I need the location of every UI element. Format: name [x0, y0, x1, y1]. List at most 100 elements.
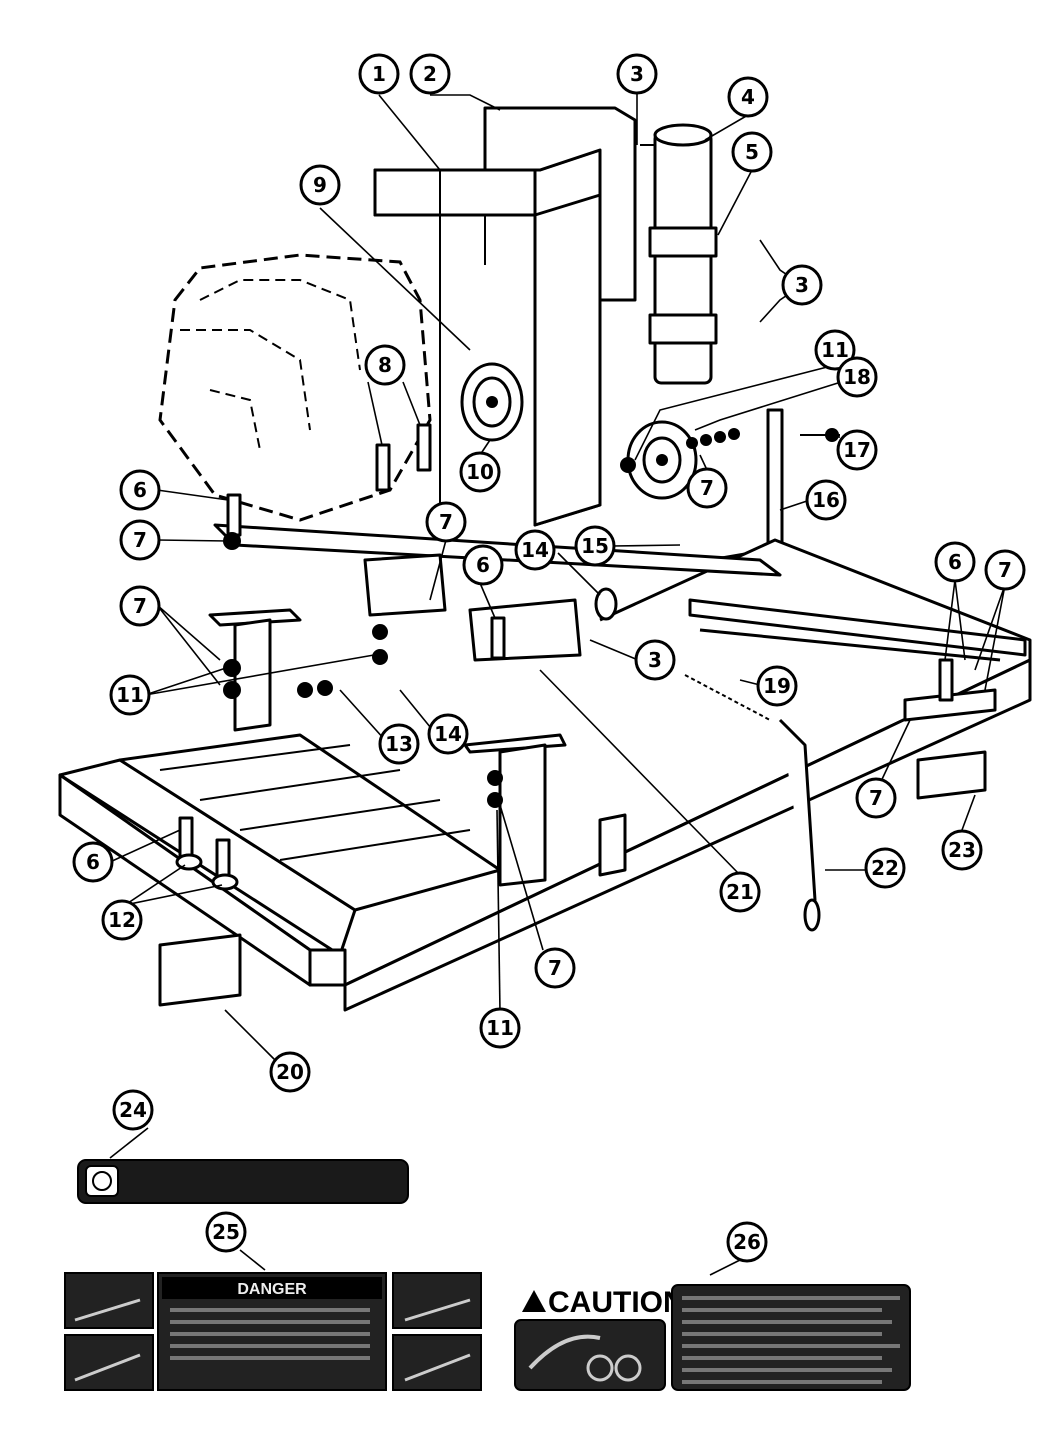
callout-label: 9 — [313, 173, 327, 197]
callout-label: 7 — [548, 956, 562, 980]
callout-circle — [934, 541, 976, 583]
callout-label: 26 — [733, 1230, 761, 1254]
callout-circle — [634, 639, 676, 681]
callout-circle — [358, 53, 400, 95]
callout-4: 4 — [727, 76, 769, 118]
callout-label: 18 — [843, 365, 871, 389]
callout-7: 7 — [984, 549, 1026, 591]
callout-7: 7 — [534, 947, 576, 989]
callout-circle — [574, 525, 616, 567]
callout-6: 6 — [72, 841, 114, 883]
callout-circle — [731, 131, 773, 173]
callout-circle — [427, 713, 469, 755]
callout-circle — [72, 841, 114, 883]
callout-circle — [364, 344, 406, 386]
callout-circle — [299, 164, 341, 206]
callout-circle — [109, 674, 151, 716]
callout-label: 5 — [745, 140, 759, 164]
callout-7: 7 — [119, 585, 161, 627]
callout-circle — [112, 1089, 154, 1131]
danger-title: DANGER — [237, 1281, 307, 1298]
callout-14: 14 — [514, 529, 556, 571]
callout-15: 15 — [574, 525, 616, 567]
callout-1: 1 — [358, 53, 400, 95]
callout-21: 21 — [719, 871, 761, 913]
decal-25: DANGER — [64, 1272, 482, 1391]
callout-circle — [205, 1211, 247, 1253]
callout-16: 16 — [805, 479, 847, 521]
callout-11: 11 — [814, 329, 856, 371]
callout-label: 11 — [821, 338, 849, 362]
callout-circle — [514, 529, 556, 571]
spring-and-rod — [684, 674, 821, 932]
callout-label: 4 — [741, 85, 755, 109]
callout-label: 8 — [378, 353, 392, 377]
callout-label: 25 — [212, 1220, 240, 1244]
callout-label: 20 — [276, 1060, 304, 1084]
callout-25: 25 — [205, 1211, 247, 1253]
callout-2: 2 — [409, 53, 451, 95]
callout-9: 9 — [299, 164, 341, 206]
callout-label: 3 — [648, 648, 662, 672]
callout-label: 7 — [133, 528, 147, 552]
callout-circle — [409, 53, 451, 95]
callout-circle — [425, 501, 467, 543]
callout-circle — [836, 356, 878, 398]
callout-label: 6 — [86, 850, 100, 874]
callout-label: 7 — [133, 594, 147, 618]
callout-circle — [781, 264, 823, 306]
callout-circle — [686, 467, 728, 509]
callout-3: 3 — [634, 639, 676, 681]
leader-lines — [109, 88, 1006, 1276]
callout-circle — [726, 1221, 768, 1263]
callout-19: 19 — [756, 665, 798, 707]
callout-circle — [462, 544, 504, 586]
callout-circle — [459, 451, 501, 493]
callout-label: 13 — [385, 732, 413, 756]
callout-label: 7 — [869, 786, 883, 810]
callout-20: 20 — [269, 1051, 311, 1093]
callout-label: 10 — [466, 460, 494, 484]
housing — [373, 106, 637, 527]
callout-14: 14 — [427, 713, 469, 755]
callout-label: 21 — [726, 880, 754, 904]
callout-circle — [616, 53, 658, 95]
callout-circle — [119, 519, 161, 561]
callout-label: 3 — [795, 273, 809, 297]
callout-label: 16 — [812, 488, 840, 512]
callout-23: 23 — [941, 829, 983, 871]
callout-label: 22 — [871, 856, 899, 880]
callout-7: 7 — [119, 519, 161, 561]
callout-circle — [756, 665, 798, 707]
callout-circle — [119, 469, 161, 511]
callout-circle — [805, 479, 847, 521]
callout-10: 10 — [459, 451, 501, 493]
clutch-pulley — [620, 420, 698, 500]
callout-label: 23 — [948, 838, 976, 862]
callout-circle — [855, 777, 897, 819]
callout-label: 7 — [439, 510, 453, 534]
callout-22: 22 — [864, 847, 906, 889]
decal-24 — [77, 1159, 409, 1204]
callout-label: 1 — [372, 62, 386, 86]
callout-circle — [101, 899, 143, 941]
callout-18: 18 — [836, 356, 878, 398]
callout-circle — [727, 76, 769, 118]
callout-3: 3 — [781, 264, 823, 306]
callout-label: 11 — [116, 683, 144, 707]
callout-circle — [814, 329, 856, 371]
callout-circle — [119, 585, 161, 627]
callout-6: 6 — [462, 544, 504, 586]
callout-24: 24 — [112, 1089, 154, 1131]
callout-17: 17 — [836, 429, 878, 471]
callout-label: 24 — [119, 1098, 147, 1122]
callout-circle — [864, 847, 906, 889]
callout-circle — [534, 947, 576, 989]
callout-label: 15 — [581, 534, 609, 558]
callout-13: 13 — [378, 723, 420, 765]
callout-12: 12 — [101, 899, 143, 941]
callout-6: 6 — [119, 469, 161, 511]
callout-label: 6 — [948, 550, 962, 574]
